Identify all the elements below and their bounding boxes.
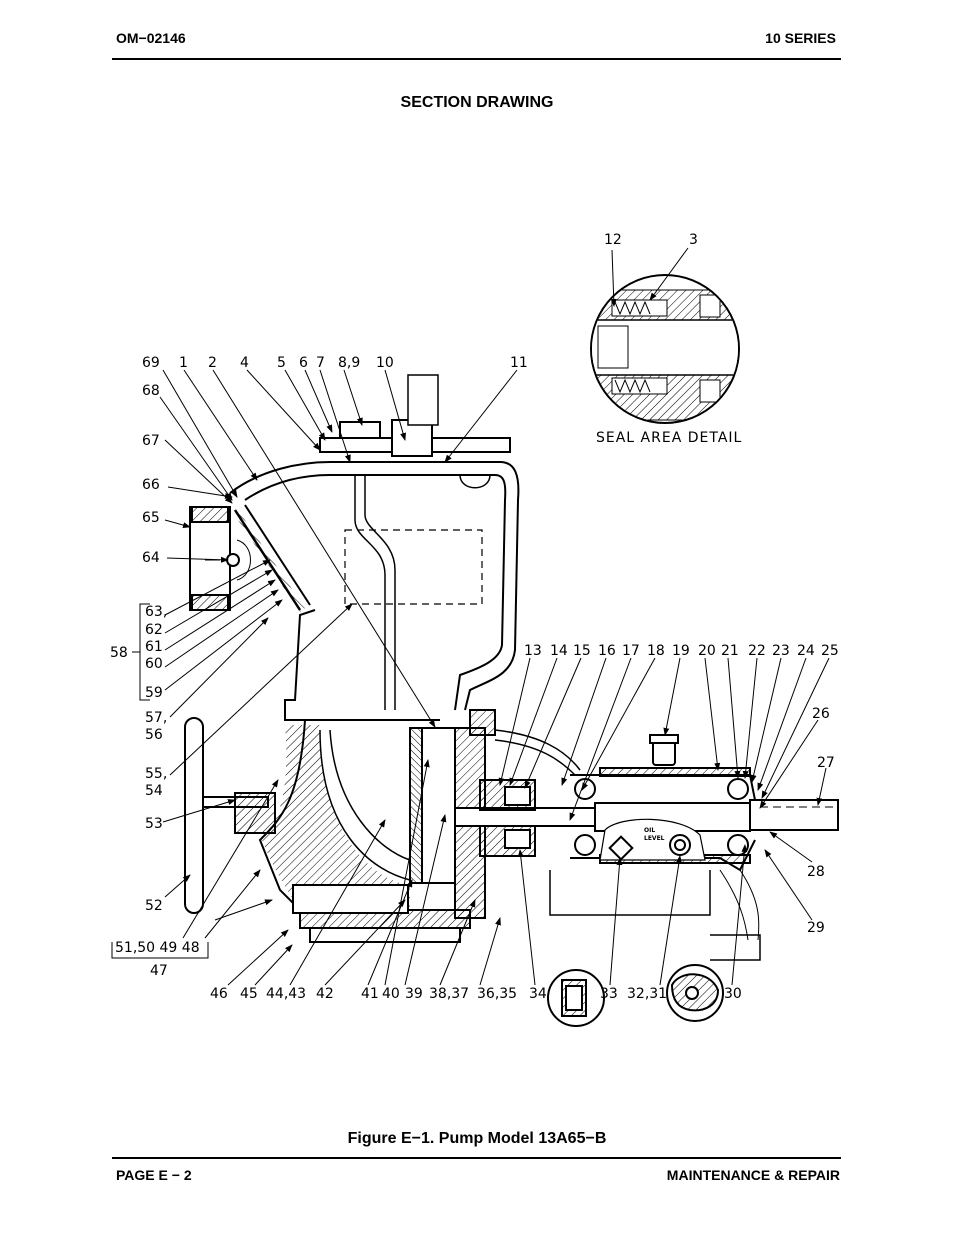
label-28: 28 xyxy=(807,864,825,880)
label-20: 20 xyxy=(698,643,716,659)
label-14: 14 xyxy=(550,643,568,659)
label-15: 15 xyxy=(573,643,591,659)
pump-casing xyxy=(184,374,839,1027)
label-16: 16 xyxy=(598,643,616,659)
label-11: 11 xyxy=(510,355,528,371)
label-38-37: 38,37 xyxy=(429,986,469,1002)
label-7: 7 xyxy=(316,355,325,371)
header-rule xyxy=(112,58,841,60)
label-8-9: 8,9 xyxy=(338,355,360,371)
label-39: 39 xyxy=(405,986,423,1002)
label-58: 58 xyxy=(110,645,128,661)
label-25: 25 xyxy=(821,643,839,659)
label-5: 5 xyxy=(277,355,286,371)
level-text: LEVEL xyxy=(644,835,665,842)
label-10: 10 xyxy=(376,355,394,371)
leader-lines xyxy=(111,369,830,986)
part-labels: 69 1 2 4 5 6 7 8,9 10 11 68 67 66 65 64 … xyxy=(110,355,839,1002)
footer-rule xyxy=(112,1157,841,1159)
doc-id: OM−02146 xyxy=(116,30,186,46)
label-63: 63, xyxy=(145,604,167,620)
label-36-35: 36,35 xyxy=(477,986,517,1002)
label-1: 1 xyxy=(179,355,188,371)
label-61: 61 xyxy=(145,639,163,655)
label-62: 62 xyxy=(145,622,163,638)
seal-area-detail-label: SEAL AREA DETAIL xyxy=(596,430,742,446)
label-52: 52 xyxy=(145,898,163,914)
label-34: 34 xyxy=(529,986,547,1002)
label-44-43: 44,43 xyxy=(266,986,306,1002)
label-41: 41 xyxy=(361,986,379,1002)
label-4: 4 xyxy=(240,355,249,371)
label-17: 17 xyxy=(622,643,640,659)
label-68: 68 xyxy=(142,383,160,399)
figure-caption: Figure E−1. Pump Model 13A65−B xyxy=(347,1130,607,1147)
label-47: 47 xyxy=(150,963,168,979)
label-64: 64 xyxy=(142,550,160,566)
seal-label-3: 3 xyxy=(689,232,698,248)
label-45: 45 xyxy=(240,986,258,1002)
label-69: 69 xyxy=(142,355,160,371)
label-60: 60 xyxy=(145,656,163,672)
label-57: 57, xyxy=(145,710,167,726)
label-42: 42 xyxy=(316,986,334,1002)
label-24: 24 xyxy=(797,643,815,659)
label-13: 13 xyxy=(524,643,542,659)
seal-label-12: 12 xyxy=(604,232,622,248)
label-65: 65 xyxy=(142,510,160,526)
label-56: 56 xyxy=(145,727,163,743)
label-22: 22 xyxy=(748,643,766,659)
label-2: 2 xyxy=(208,355,217,371)
label-40: 40 xyxy=(382,986,400,1002)
label-21: 21 xyxy=(721,643,739,659)
label-18: 18 xyxy=(647,643,665,659)
label-6: 6 xyxy=(299,355,308,371)
label-46: 46 xyxy=(210,986,228,1002)
label-30: 30 xyxy=(724,986,742,1002)
section-name: MAINTENANCE & REPAIR xyxy=(666,1167,840,1183)
label-19: 19 xyxy=(672,643,690,659)
label-55: 55, xyxy=(145,766,167,782)
page-number: PAGE E − 2 xyxy=(116,1167,192,1183)
label-29: 29 xyxy=(807,920,825,936)
series-label: 10 SERIES xyxy=(765,30,836,46)
label-23: 23 xyxy=(772,643,790,659)
label-26: 26 xyxy=(812,706,830,722)
page-title: SECTION DRAWING xyxy=(400,94,554,111)
seal-area-detail: 12 3 SEAL AREA DETAIL xyxy=(590,232,742,446)
label-53: 53 xyxy=(145,816,163,832)
label-67: 67 xyxy=(142,433,160,449)
label-51-50-49-48: 51,50 49 48 xyxy=(115,940,200,956)
label-54: 54 xyxy=(145,783,163,799)
label-32-31: 32,31 xyxy=(627,986,667,1002)
label-59: 59 xyxy=(145,685,163,701)
label-33: 33 xyxy=(600,986,618,1002)
label-27: 27 xyxy=(817,755,835,771)
label-66: 66 xyxy=(142,477,160,493)
oil-text: OIL xyxy=(644,827,655,834)
